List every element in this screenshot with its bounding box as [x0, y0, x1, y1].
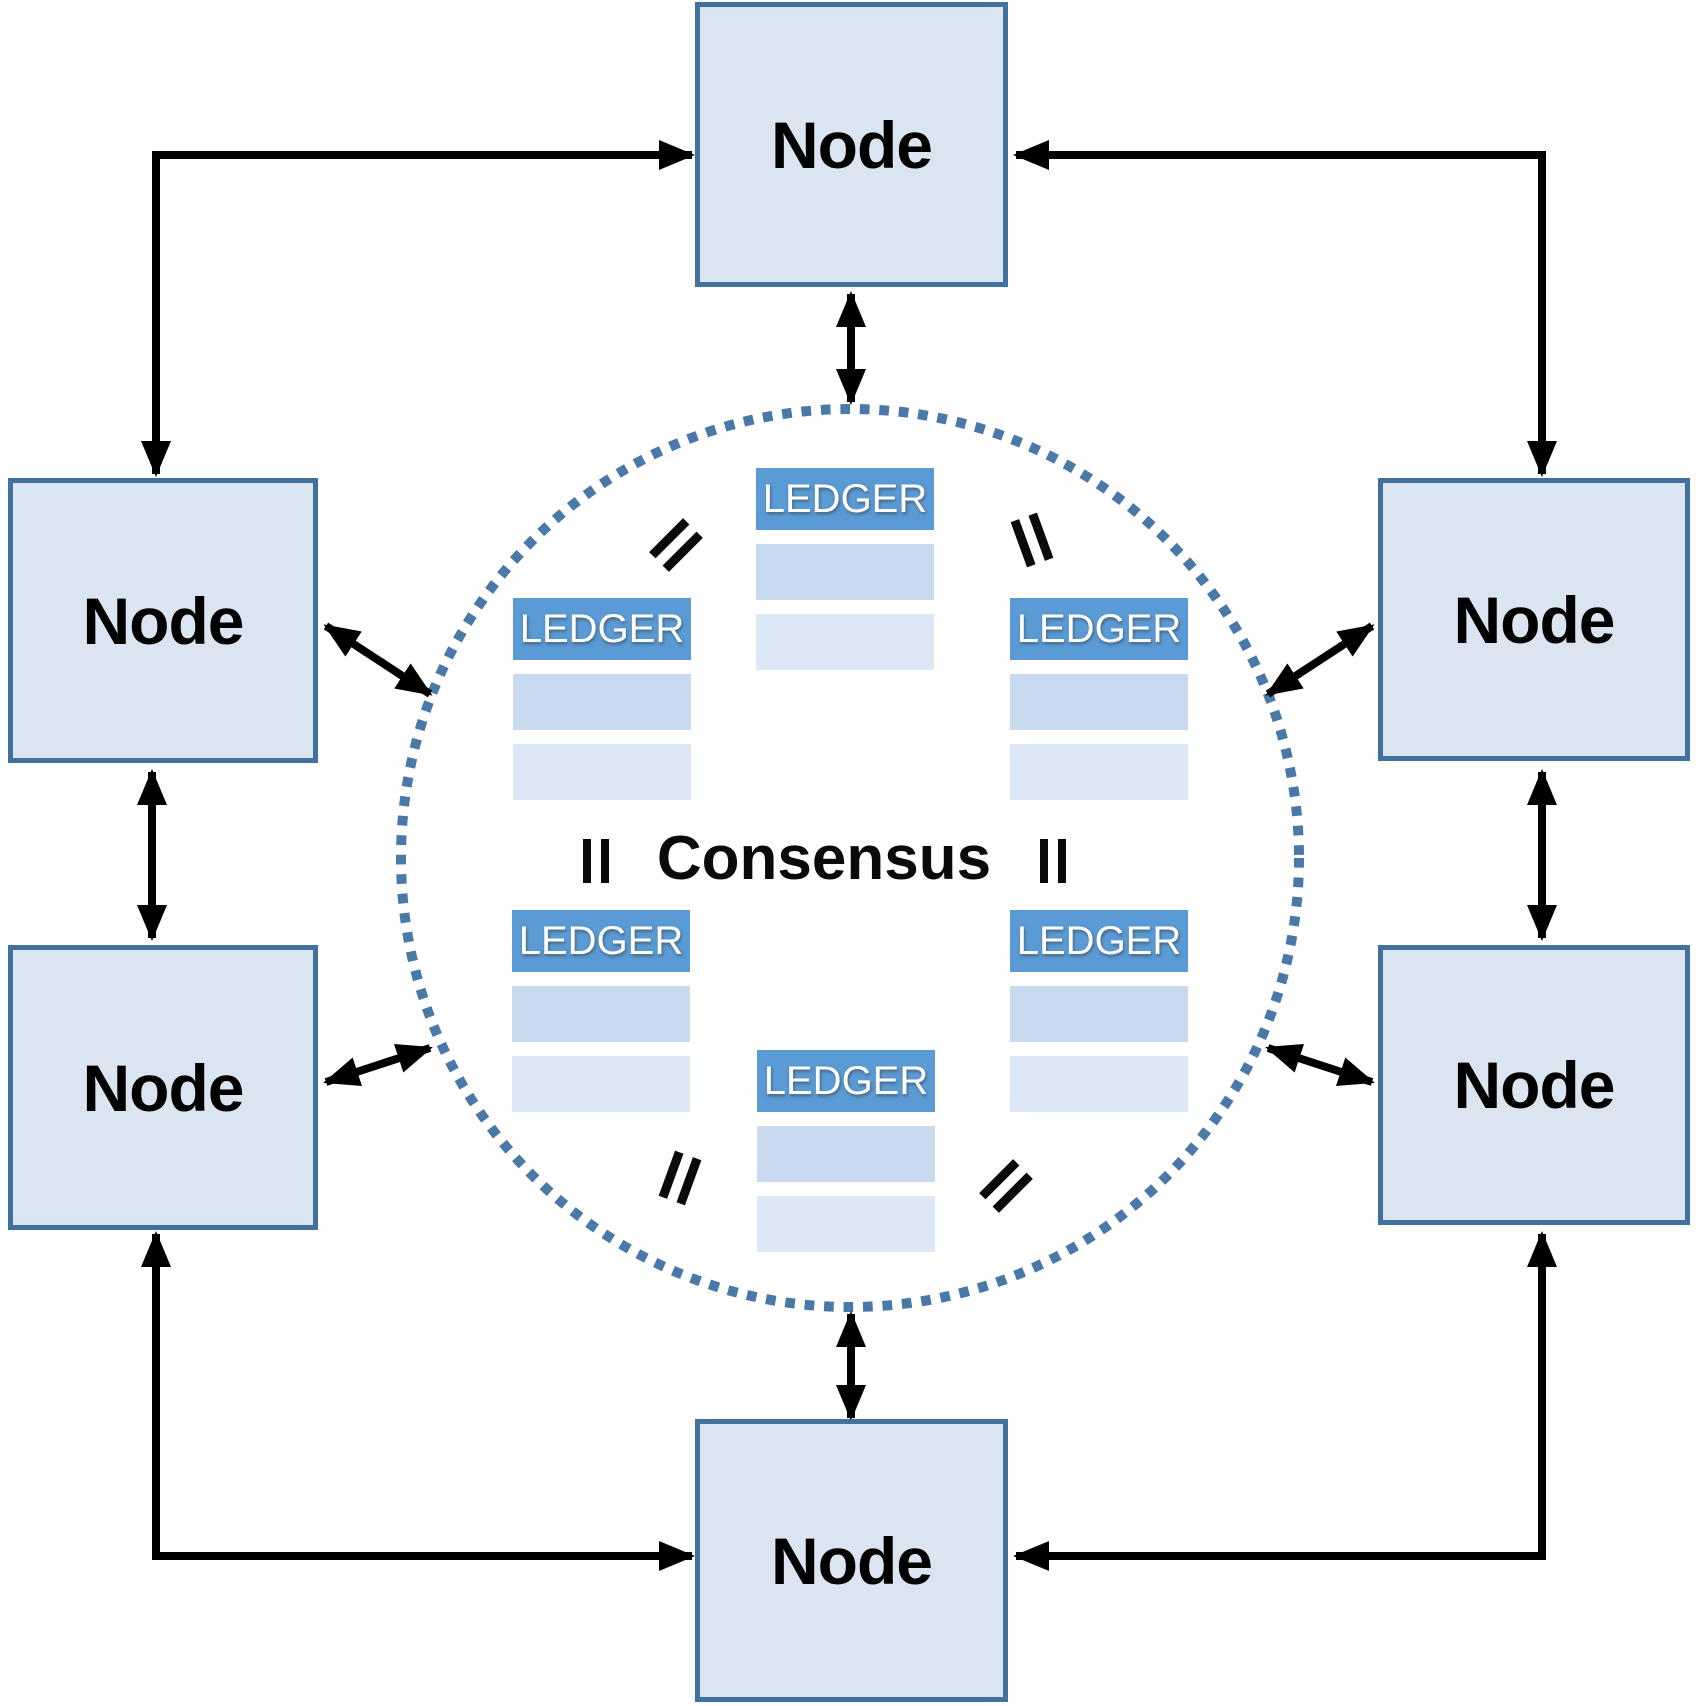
equals-icon: [583, 839, 609, 883]
ledger-table-upper-left: LEDGER: [513, 598, 691, 800]
ledger-row: [757, 1126, 935, 1182]
node-box-right-lower: Node: [1378, 945, 1690, 1225]
node-box-right-upper: Node: [1378, 478, 1690, 761]
ledger-table-bottom-center: LEDGER: [757, 1050, 935, 1252]
ledger-row: [1010, 674, 1188, 730]
ledger-row: [513, 674, 691, 730]
equals-icon: [1040, 839, 1066, 883]
node-label: Node: [1453, 1048, 1616, 1122]
connector-top-left: [141, 140, 695, 477]
ledger-table-lower-right: LEDGER: [1010, 910, 1188, 1112]
node-box-bottom: Node: [695, 1419, 1008, 1702]
ledger-header: LEDGER: [756, 468, 934, 530]
ledger-table-lower-left: LEDGER: [512, 910, 690, 1112]
ledger-header: LEDGER: [757, 1050, 935, 1112]
ledger-row: [757, 1196, 935, 1252]
ledger-table-top-center: LEDGER: [756, 468, 934, 670]
ledger-table-upper-right: LEDGER: [1010, 598, 1188, 800]
node-box-left-lower: Node: [8, 945, 318, 1230]
node-label: Node: [1453, 582, 1616, 657]
connector-bottom-right: [1013, 1231, 1557, 1571]
ledger-header: LEDGER: [512, 910, 690, 972]
ledger-row: [512, 1056, 690, 1112]
connector-left-upper-circle: [323, 622, 433, 698]
node-label: Node: [771, 107, 933, 182]
ledger-header: LEDGER: [1010, 598, 1188, 660]
connector-top-right: [1013, 140, 1557, 477]
ledger-row: [756, 544, 934, 600]
node-label: Node: [82, 583, 245, 658]
connector-right-upper-circle: [1265, 622, 1375, 698]
consensus-circle: [396, 404, 1304, 1312]
ledger-header: LEDGER: [1010, 910, 1188, 972]
connector-bottom-left: [141, 1231, 695, 1571]
ledger-row: [513, 744, 691, 800]
ledger-row: [512, 986, 690, 1042]
ledger-header: LEDGER: [513, 598, 691, 660]
node-label: Node: [771, 1523, 933, 1598]
ledger-row: [756, 614, 934, 670]
connector-right-lower-circle: [1265, 1043, 1375, 1087]
ledger-row: [1010, 1056, 1188, 1112]
ledger-row: [1010, 986, 1188, 1042]
ledger-row: [1010, 744, 1188, 800]
node-box-left-upper: Node: [8, 478, 318, 763]
connector-left-lower-circle: [323, 1043, 433, 1087]
consensus-label: Consensus: [656, 823, 992, 893]
node-label: Node: [82, 1050, 245, 1125]
node-box-top: Node: [695, 2, 1008, 287]
